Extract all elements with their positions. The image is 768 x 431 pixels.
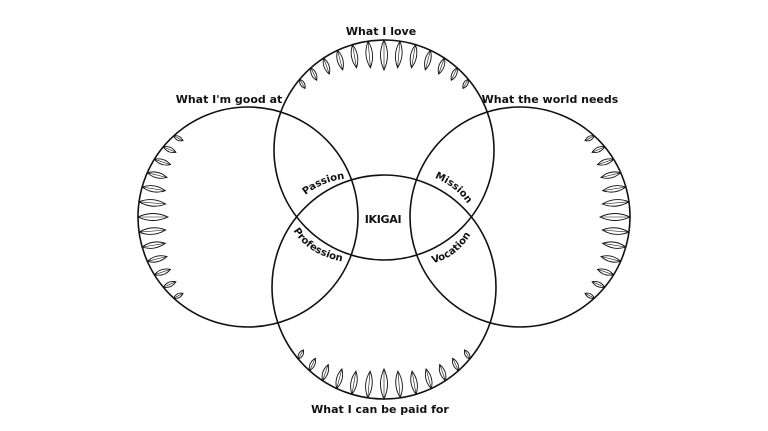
leaf-vein xyxy=(323,57,330,75)
leaf-vein xyxy=(411,371,417,395)
leaf-vein xyxy=(173,135,184,141)
leaf-vein xyxy=(591,281,605,288)
circle-what-i-love xyxy=(273,39,495,261)
leaf-vein xyxy=(425,368,432,389)
leaf-vein xyxy=(602,229,630,233)
leaf-vein xyxy=(591,146,605,153)
leaf-vein xyxy=(351,371,357,395)
leaf-vein xyxy=(602,201,630,205)
label-what-i-love: What I love xyxy=(346,25,416,38)
leaf-vein xyxy=(142,243,166,248)
leaf-vein xyxy=(173,293,184,299)
leaf-vein xyxy=(597,159,614,165)
leaf-vein xyxy=(464,349,471,360)
label-world-needs: What the world needs xyxy=(482,93,619,106)
leaf-vein xyxy=(462,79,469,89)
leaf-vein xyxy=(600,256,621,262)
leaf-vein xyxy=(297,349,304,360)
leaf-vein xyxy=(299,79,306,89)
leaf-vein xyxy=(147,172,168,178)
leaf-vein xyxy=(411,44,416,68)
leaf-vein xyxy=(309,358,316,371)
leaf-vein xyxy=(397,41,401,68)
label-ikigai: IKIGAI xyxy=(365,213,402,226)
leaf-vein xyxy=(154,269,171,275)
circle-world-needs xyxy=(409,106,631,328)
label-paid-for: What I can be paid for xyxy=(311,403,449,416)
leaf-vein xyxy=(163,281,177,288)
leaf-vein xyxy=(337,50,343,70)
leaf-vein xyxy=(367,41,371,68)
leaf-vein xyxy=(322,364,329,381)
leaf-vein xyxy=(438,57,445,75)
leaf-vein xyxy=(352,44,357,68)
leaf-vein xyxy=(425,50,431,70)
leaf-vein xyxy=(163,146,177,153)
leaf-vein xyxy=(138,229,166,233)
leaf-vein xyxy=(600,172,621,178)
leaf-vein xyxy=(138,201,166,205)
leaf-vein xyxy=(602,186,626,191)
label-profession: Profession xyxy=(291,226,344,264)
leaf-vein xyxy=(154,159,171,165)
leaf-vein xyxy=(336,368,343,389)
leaf-vein xyxy=(584,293,595,299)
leaf-vein xyxy=(147,256,168,262)
leaf-vein xyxy=(142,186,166,191)
circle-good-at xyxy=(137,106,359,328)
circle-paid-for xyxy=(271,174,497,400)
label-good-at: What I'm good at xyxy=(176,93,283,106)
leaf-vein xyxy=(397,371,401,398)
leaf-vein xyxy=(452,358,459,371)
leaf-vein xyxy=(584,135,595,141)
leaf-vein xyxy=(310,67,317,81)
leaf-decorations xyxy=(136,38,632,401)
leaf-vein xyxy=(597,269,614,275)
leaf-vein xyxy=(367,371,371,398)
leaf-vein xyxy=(602,243,626,248)
leaf-vein xyxy=(439,364,446,381)
leaf-vein xyxy=(451,67,458,81)
